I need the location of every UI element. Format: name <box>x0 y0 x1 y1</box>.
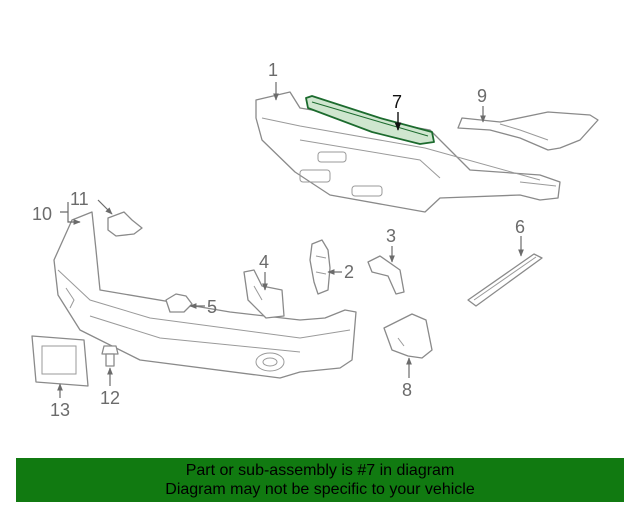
callout-3: 3 <box>386 226 396 246</box>
callout-10: 10 <box>32 204 52 224</box>
callout-1: 1 <box>268 60 278 80</box>
part-11-clip <box>107 211 143 237</box>
callout-12: 12 <box>100 388 120 408</box>
callout-2: 2 <box>344 262 354 282</box>
callout-13: 13 <box>50 400 70 420</box>
callout-6: 6 <box>515 217 525 237</box>
callout-9: 9 <box>477 86 487 106</box>
part-12-bolt <box>101 345 119 367</box>
part-6-rod <box>467 253 543 307</box>
part-13-license-bracket <box>31 335 89 387</box>
part-10-bumper-cover <box>53 211 357 379</box>
part-1-bumper-face-bar <box>255 91 561 213</box>
part-4-bracket <box>243 269 285 319</box>
banner-line-part: Part or sub-assembly is #7 in diagram <box>185 462 455 479</box>
callout-8: 8 <box>402 380 412 400</box>
callout-5: 5 <box>207 297 217 317</box>
parts-diagram: 1 2 3 4 5 6 7 8 9 10 11 12 13 <box>31 60 599 420</box>
callout-11: 11 <box>70 189 89 209</box>
callout-4: 4 <box>259 252 269 272</box>
part-7-reinforcement-strip <box>305 95 435 145</box>
part-8-bracket <box>383 313 433 359</box>
part-2-bracket <box>309 239 331 295</box>
info-banner: Part or sub-assembly is #7 in diagram Di… <box>16 458 624 502</box>
banner-line-disclaimer: Diagram may not be specific to your vehi… <box>165 481 475 498</box>
callout-7: 7 <box>392 92 402 112</box>
part-9-bracket <box>457 111 599 151</box>
part-3-bracket <box>367 255 405 295</box>
